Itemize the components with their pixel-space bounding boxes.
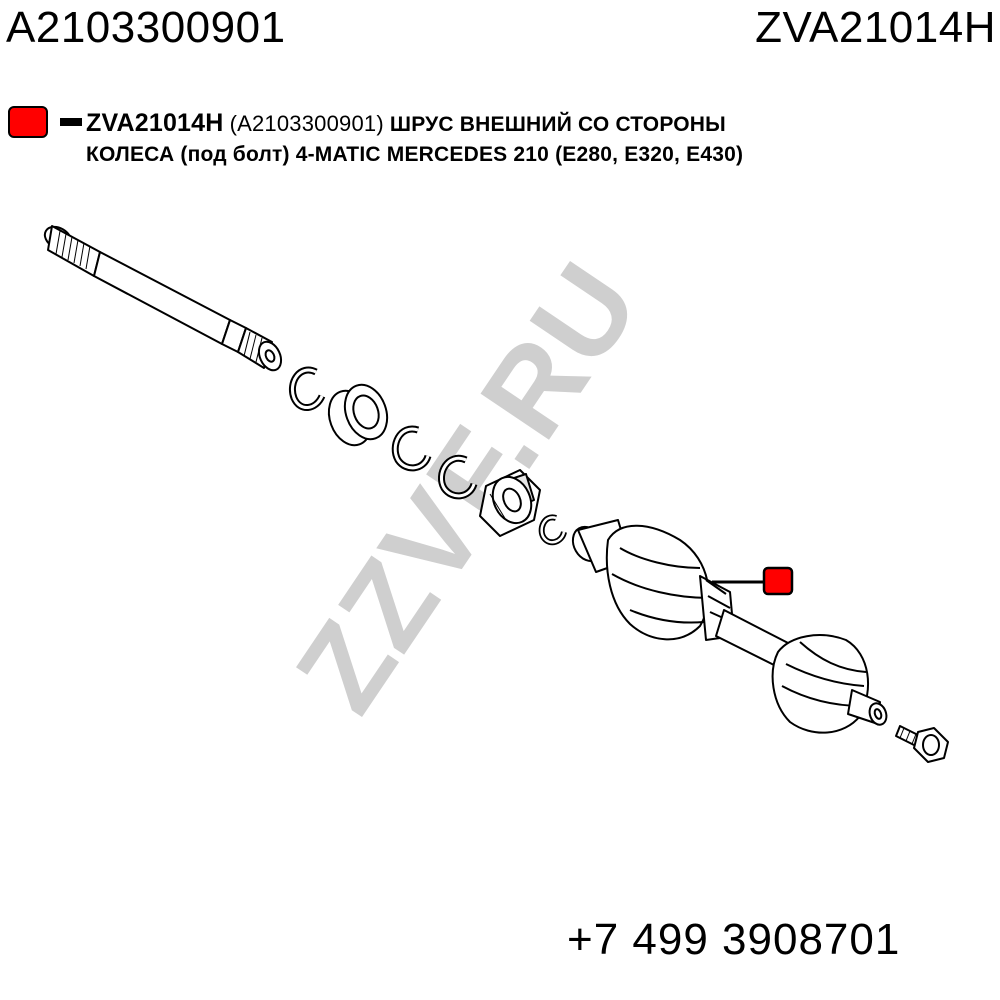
right-part-code: ZVA21014H: [755, 3, 996, 52]
circlip-icon: [391, 425, 432, 472]
snap-ring-icon: [289, 366, 326, 411]
watermark-text: ZZVF.RU: [270, 239, 665, 735]
bolt-icon: [895, 725, 949, 763]
legend-desc-line2: КОЛЕСА (под болт) 4-MATIC MERCEDES 210 (…: [86, 143, 744, 166]
contact-phone: +7 499 3908701: [567, 915, 901, 964]
legend-marker-icon: [8, 106, 48, 138]
callout-marker-icon: [762, 566, 794, 596]
legend-oem-ref: (A2103300901): [229, 111, 384, 136]
outer-cv-joint: [571, 519, 888, 734]
left-part-code: A2103300901: [6, 3, 286, 52]
circlip-icon: [438, 454, 478, 500]
small-circlip-icon: [538, 514, 567, 546]
legend-desc-line1: ШРУС ВНЕШНИЙ СО СТОРОНЫ: [389, 113, 726, 136]
legend-description: ZVA21014H (A2103300901) ШРУС ВНЕШНИЙ СО …: [86, 108, 966, 170]
inner-race-cage-icon: [479, 469, 541, 537]
legend-dash: [60, 118, 82, 126]
legend-part-number: ZVA21014H: [86, 109, 224, 137]
splined-shaft: [43, 225, 283, 372]
bearing-icon: [327, 383, 389, 447]
